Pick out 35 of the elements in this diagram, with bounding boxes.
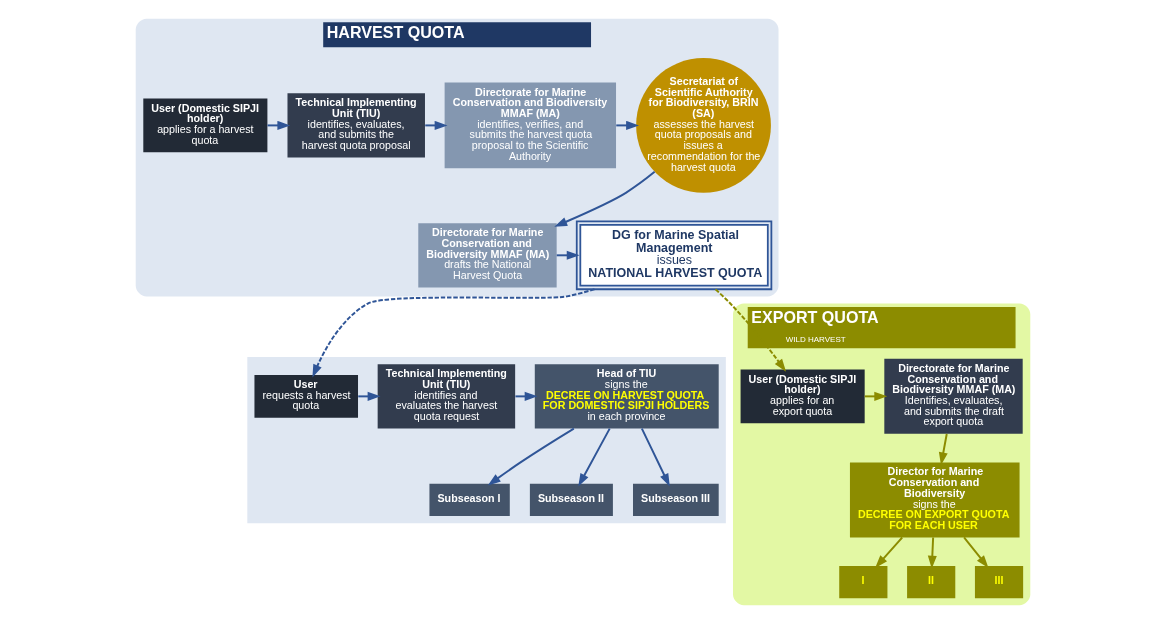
node-box: User (Domestic SIPJI holder) applies for an export quota [740,369,865,424]
arrow [312,288,596,378]
arrow [927,536,937,569]
arrow [640,427,670,487]
arrow [555,250,580,260]
node-box: Subseason III [633,483,719,516]
node-box: Director for Marine Conservation and Biodiversity signs the DECREE ON EXPORT QUOTA FOR EACH USER [849,462,1020,538]
arrow [615,120,639,130]
node-box: Head of TIU signs the DECREE ON HARVEST QUOTA FOR DOMESTIC SIPJI HOLDERS in each province [534,364,719,429]
node-box: Technical Implementing Unit (TIU) identifies and evaluates the harvest quota request [377,364,516,429]
arrow [938,433,948,466]
node-box: Subseason II [529,483,613,516]
node-box: Subseason I [429,483,510,516]
node-box: DG for Marine Spatial Management issues NATIONAL HARVEST QUOTA [575,220,773,291]
arrow [487,427,575,486]
node-box: User requests a harvest quota [254,374,358,418]
node-box: I [839,566,888,599]
node-box: III [974,566,1024,599]
arrow [875,536,904,568]
arrow [714,288,787,372]
arrow [863,391,888,401]
node-box: II [907,566,956,599]
cluster [247,357,726,524]
arrow [514,391,538,401]
node-box: User (Domestic SIPJI holder) applies for a harvest quota [143,98,268,153]
arrow [424,120,448,130]
arrow [554,170,656,227]
arrow [578,427,611,487]
arrow [963,536,989,568]
node-box: Technical Implementing Unit (TIU) identifies, evaluates, and submits the harvest quota proposal [287,93,425,158]
arrow [357,391,381,401]
node-box: Directorate for Marine Conservation and Biodiversity MMAF (MA) identifies, verifies, and submits the harvest quota proposal to the Scientific Authority [444,82,617,169]
node-box: Directorate for Marine Conservation and Biodiversity MMAF (MA) Identifies, evaluates, and submits the draft export quota [884,358,1023,434]
node-circle: Secretariat of Scientific Authority for Biodiversity, BRIN (SA) assesses the harvest quota proposals and issues a recommendation for the harvest quota [636,58,771,193]
node-box: Directorate for Marine Conservation and Biodiversity MMAF (MA) drafts the National Harvest Quota [418,223,557,288]
